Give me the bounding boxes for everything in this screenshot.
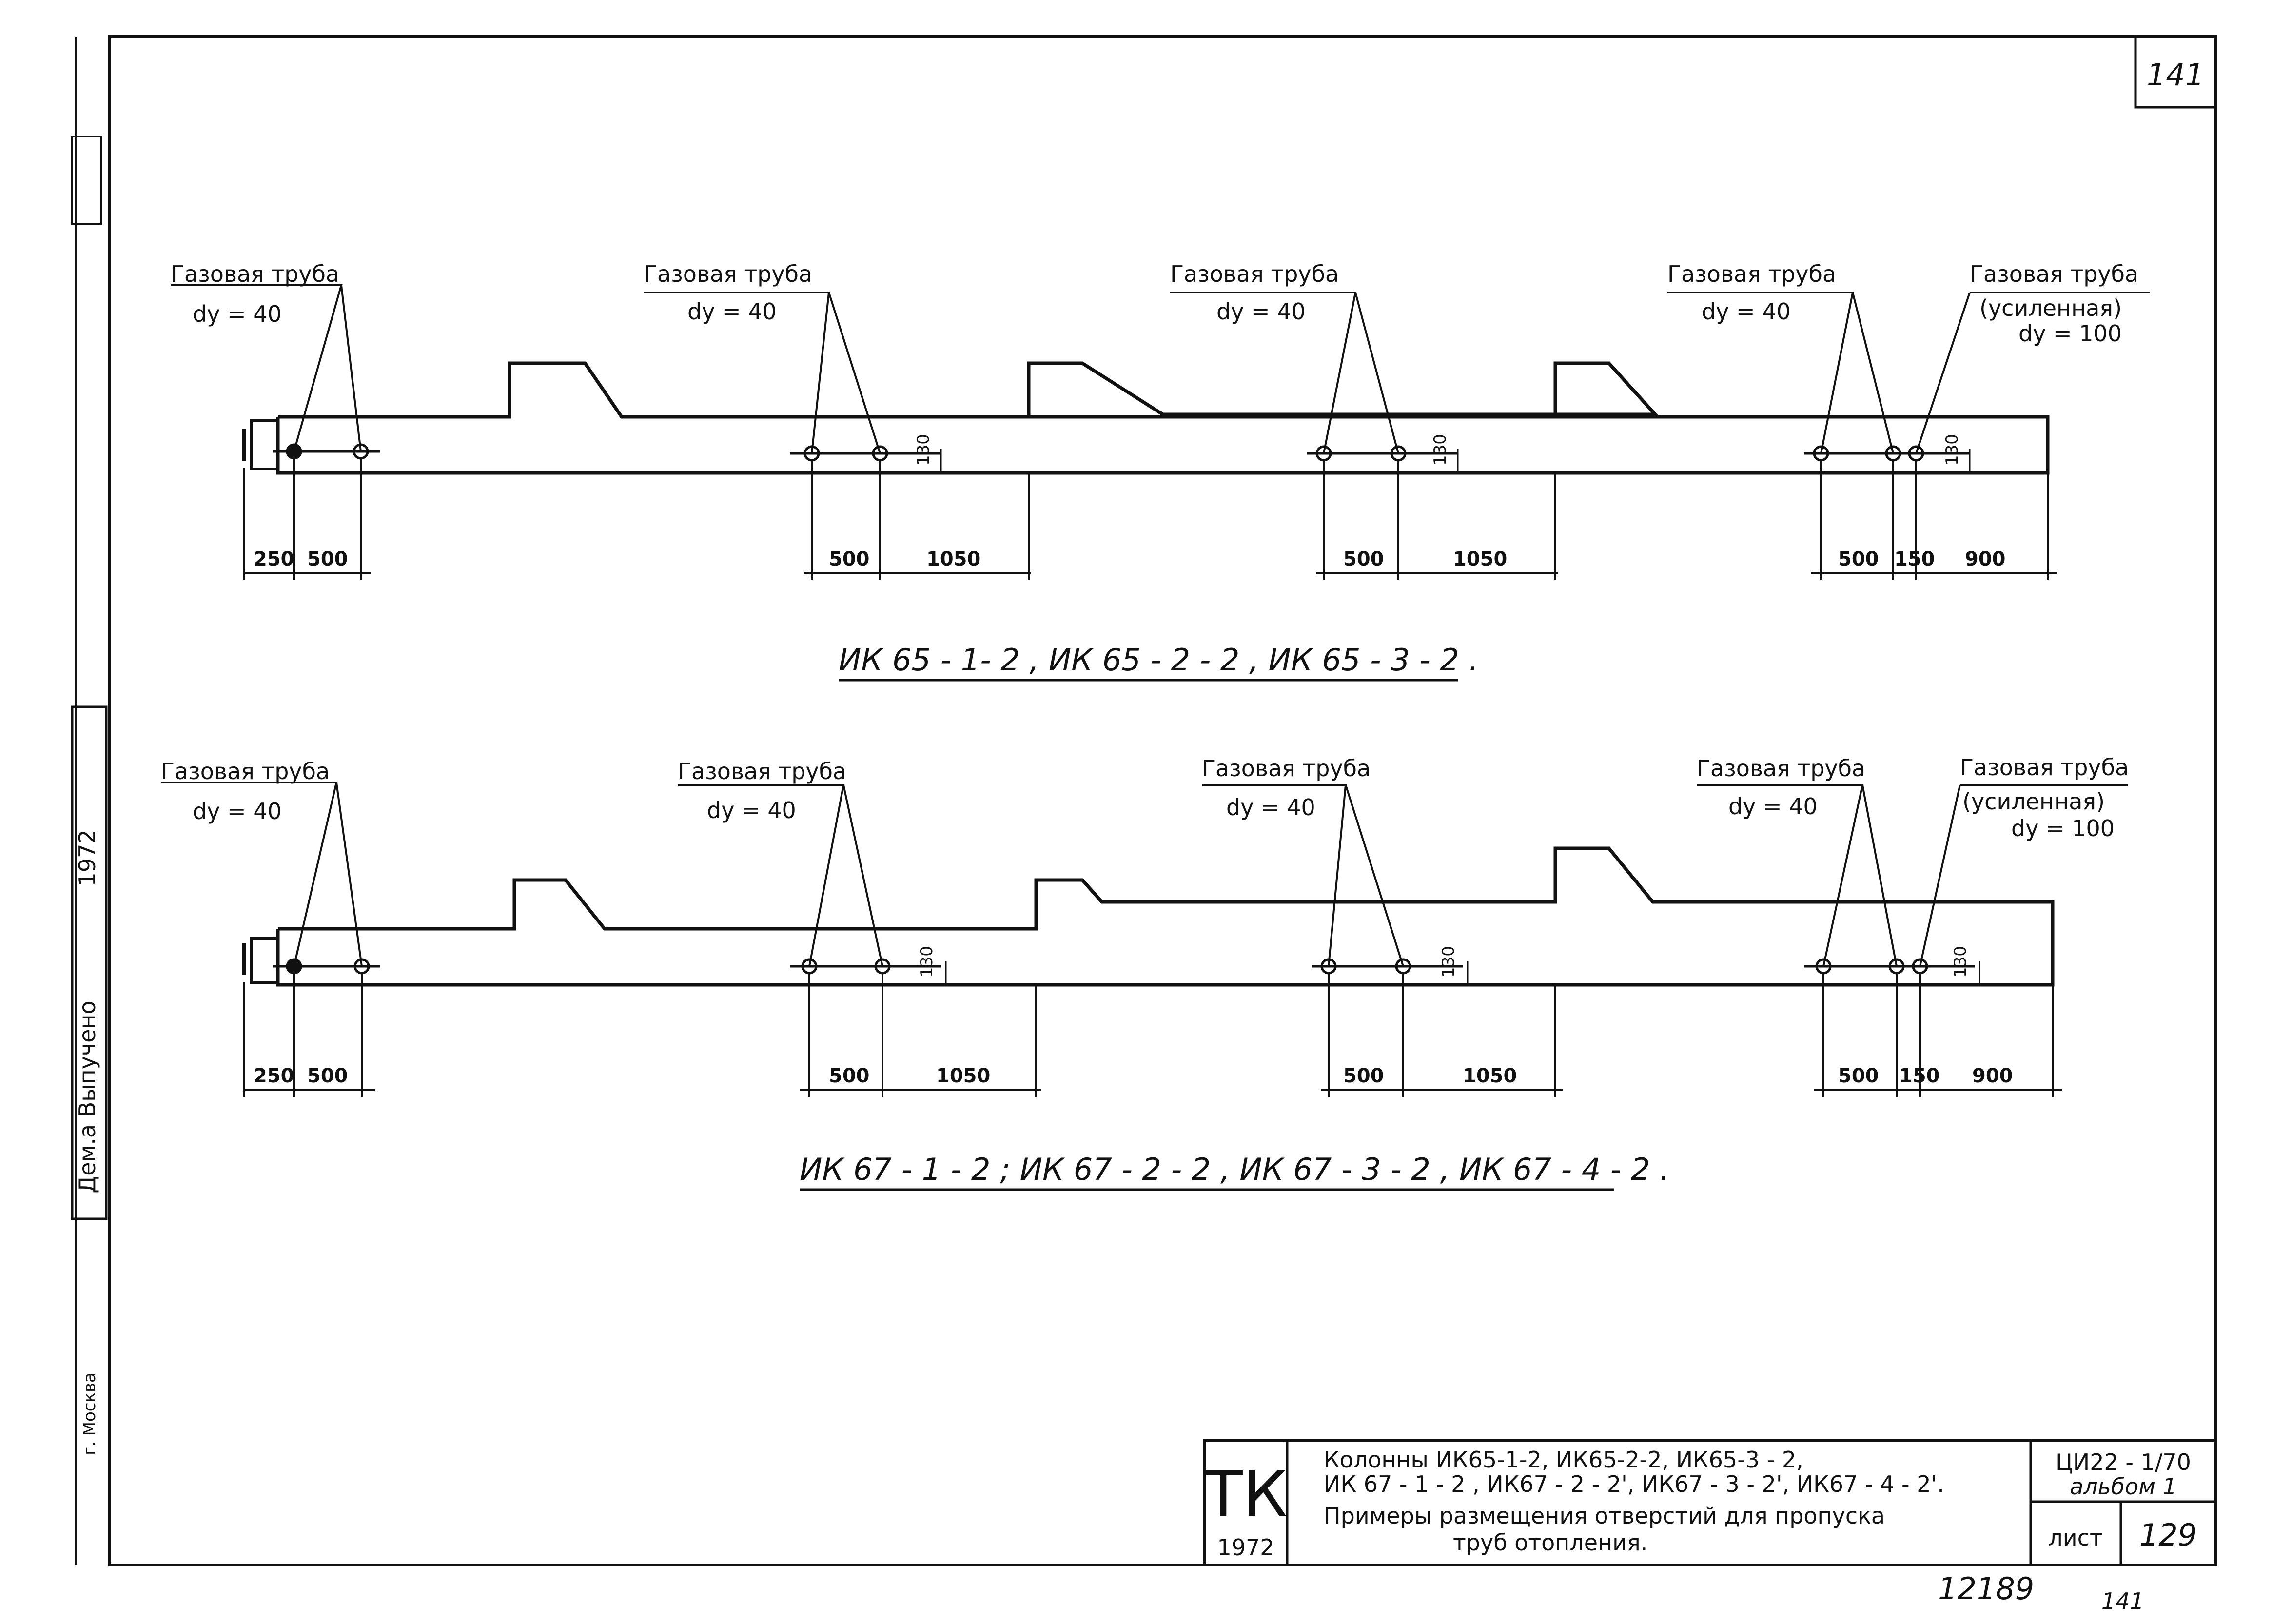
column-outline [276,846,2055,987]
dimension: 1050 [1463,1065,1517,1087]
column-end-plate [250,937,279,984]
dimension: 150 [1899,1065,1940,1087]
hole-offset-label: 130 [914,434,933,466]
pipe-size: dy = 40 [687,298,777,325]
dimension: 500 [1838,1065,1879,1087]
dimension: 900 [1965,548,2006,570]
dimension: 500 [307,548,348,570]
dimension: 500 [1343,1065,1384,1087]
bottom-page: 141 [2101,1588,2144,1614]
elevation-caption: ИК 65 - 1- 2 , ИК 65 - 2 - 2 , ИК 65 - 3… [839,642,1478,678]
left-stamp-names: Дем.а Выпучено [74,1000,100,1193]
title-line: Примеры размещения отверстий для пропуск… [1324,1503,1885,1529]
sheet-frame [108,35,2217,1566]
pipe-size: dy = 40 [1216,298,1306,325]
elevation-caption: ИК 67 - 1 - 2 ; ИК 67 - 2 - 2 , ИК 67 - … [800,1152,1669,1187]
pipe-size: dy = 40 [1728,793,1818,820]
hole-offset-label: 130 [1942,434,1962,466]
dimension: 250 [254,548,294,570]
dimension: 500 [1343,548,1384,570]
hole-offset-label: 130 [917,946,937,978]
left-stamp-year: 1972 [74,829,100,886]
hole-offset-label: 130 [1951,946,1970,978]
dimension: 500 [829,548,870,570]
pipe-note: (усиленная) [1962,788,2105,815]
hole-offset-label: 130 [1430,434,1450,466]
pipe-label: Газовая труба [678,758,846,784]
sheet-number: 129 [2139,1517,2197,1553]
pipe-size: dy = 40 [707,797,796,823]
elevation-ik65: Газовая труба dy = 40 Газовая труба dy =… [171,261,2150,682]
dimension: 1050 [1453,548,1507,570]
pipe-label: Газовая труба [644,261,812,287]
page-corner-number: 141 [2147,57,2204,93]
title-block: ТК 1972 Колонны ИК65-1-2, ИК65-2-2, ИК65… [1203,1439,2217,1566]
title-line: ИК 67 - 1 - 2 , ИК67 - 2 - 2', ИК67 - 3 … [1324,1471,1944,1497]
left-top-stamp [71,136,102,225]
pipe-note: (усиленная) [1979,295,2122,321]
pipe-label: Газовая труба [1667,261,1836,287]
pipe-size: dy = 40 [1226,794,1315,821]
left-stamp [71,705,108,1220]
dimension: 250 [254,1065,294,1087]
pipe-label: Газовая труба [1960,754,2129,781]
pipe-label: Газовая труба [1697,755,1865,782]
title-block-year: 1972 [1217,1534,1274,1561]
dimension: 900 [1972,1065,2013,1087]
sheet-label: лист [2048,1525,2102,1551]
pipe-label: Газовая труба [171,261,339,287]
title-line: труб отопления. [1453,1529,1647,1556]
dimension: 150 [1894,548,1935,570]
dimension: 1050 [936,1065,990,1087]
dimension: 500 [307,1065,348,1087]
elevation-ik67: Газовая труба dy = 40 Газовая труба dy =… [161,754,2129,1191]
title-line: Колонны ИК65-1-2, ИК65-2-2, ИК65-3 - 2, [1324,1447,1803,1473]
column-end-plate [250,419,279,470]
pipe-size: dy = 100 [2011,815,2115,841]
pipe-label: Газовая труба [1202,755,1371,782]
pipe-size: dy = 40 [1702,298,1791,325]
pipe-label: Газовая труба [1970,261,2138,287]
album-label: альбом 1 [2070,1473,2177,1500]
pipe-label: Газовая труба [1170,261,1339,287]
bottom-number: 12189 [1938,1571,2034,1606]
left-stamp-city: г. Москва [80,1372,99,1455]
pipe-size: dy = 40 [193,798,282,824]
pipe-size: dy = 100 [2018,320,2122,347]
column-outline [276,361,2050,475]
logo: ТК [1203,1457,1288,1531]
pipe-label: Газовая труба [161,758,330,784]
dimension: 500 [1838,548,1879,570]
series-code: ЦИ22 - 1/70 [2056,1449,2191,1475]
pipe-size: dy = 40 [193,301,282,327]
page-corner-box [2134,37,2216,109]
hole-offset-label: 130 [1439,946,1458,978]
dimension: 500 [829,1065,870,1087]
dimension: 1050 [926,548,980,570]
